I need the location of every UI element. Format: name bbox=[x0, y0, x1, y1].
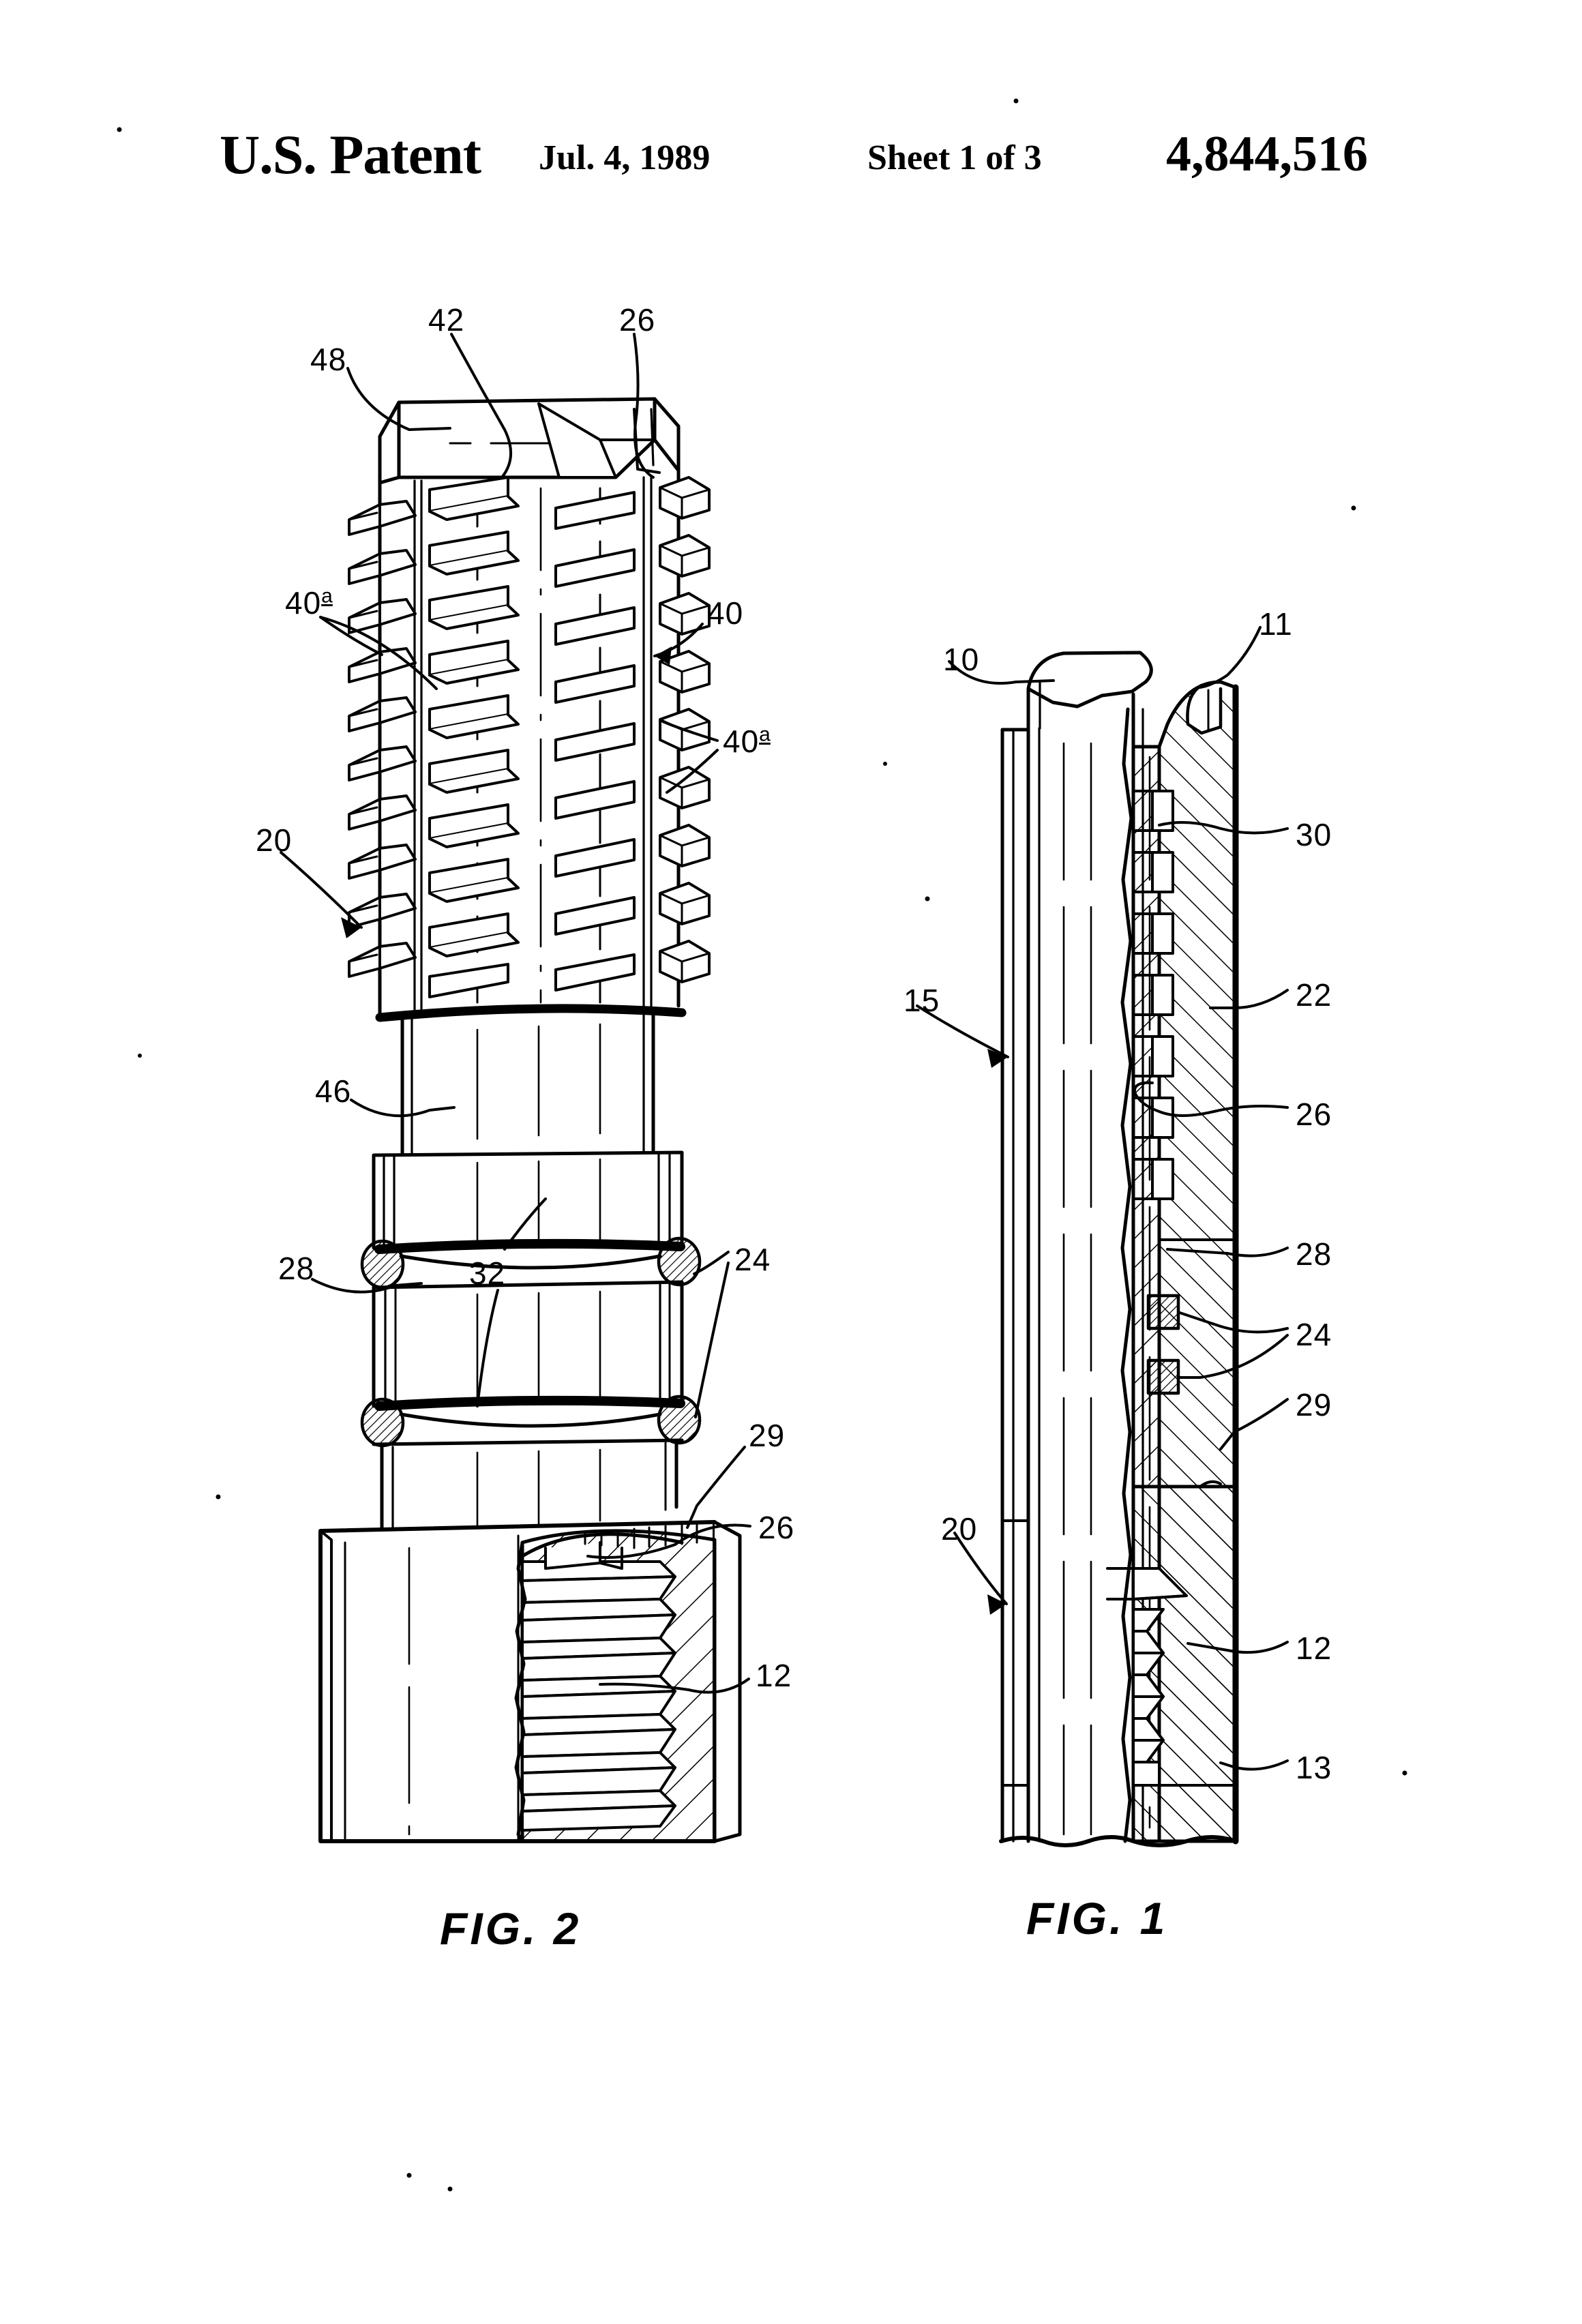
figure-2-caption: FIG. 2 bbox=[440, 1903, 582, 1954]
reference-number-29: 29 bbox=[749, 1418, 786, 1453]
reference-number-13: 13 bbox=[1296, 1750, 1332, 1785]
reference-number-12: 12 bbox=[1296, 1630, 1332, 1666]
reference-number-26: 26 bbox=[1296, 1097, 1332, 1132]
reference-number-26: 26 bbox=[619, 302, 656, 338]
patent-header: U.S. Patent Jul. 4, 1989 Sheet 1 of 3 4,… bbox=[0, 123, 1582, 198]
reference-number-28: 28 bbox=[1296, 1236, 1332, 1272]
figure-1-group bbox=[999, 651, 1239, 1847]
patent-office-title: U.S. Patent bbox=[220, 123, 481, 185]
reference-number-30: 30 bbox=[1296, 817, 1332, 852]
reference-number-10: 10 bbox=[943, 642, 980, 677]
reference-number-26: 26 bbox=[758, 1510, 795, 1545]
figure-1-caption: FIG. 1 bbox=[1026, 1893, 1168, 1943]
reference-number-20: 20 bbox=[941, 1511, 978, 1547]
reference-number-11: 11 bbox=[1259, 606, 1293, 642]
reference-number-20: 20 bbox=[256, 822, 293, 858]
reference-number-46: 46 bbox=[315, 1073, 352, 1109]
scan-artifacts bbox=[117, 98, 1407, 2192]
reference-number-24: 24 bbox=[1296, 1317, 1332, 1352]
reference-number-15: 15 bbox=[904, 983, 940, 1018]
reference-number-12: 12 bbox=[756, 1658, 792, 1693]
leader-lines-fig1 bbox=[916, 626, 1289, 1771]
reference-number-40a: 40a bbox=[723, 723, 771, 759]
reference-number-22: 22 bbox=[1296, 977, 1332, 1013]
reference-number-40: 40 bbox=[707, 595, 744, 631]
reference-number-42: 42 bbox=[428, 302, 465, 338]
reference-number-28: 28 bbox=[278, 1251, 315, 1286]
leader-lines-fig2 bbox=[280, 333, 751, 1694]
patent-date: Jul. 4, 1989 bbox=[539, 138, 711, 177]
sheet-number: Sheet 1 of 3 bbox=[867, 138, 1042, 177]
reference-number-32: 32 bbox=[469, 1255, 506, 1291]
reference-number-40a: 40a bbox=[285, 584, 333, 621]
reference-number-29: 29 bbox=[1296, 1387, 1332, 1422]
figure-2-group bbox=[318, 397, 742, 1843]
reference-number-24: 24 bbox=[734, 1242, 771, 1277]
reference-suffix: a bbox=[759, 723, 771, 746]
reference-number-48: 48 bbox=[310, 342, 347, 377]
reference-suffix: a bbox=[321, 584, 333, 608]
patent-number: 4,844,516 bbox=[1166, 126, 1368, 182]
